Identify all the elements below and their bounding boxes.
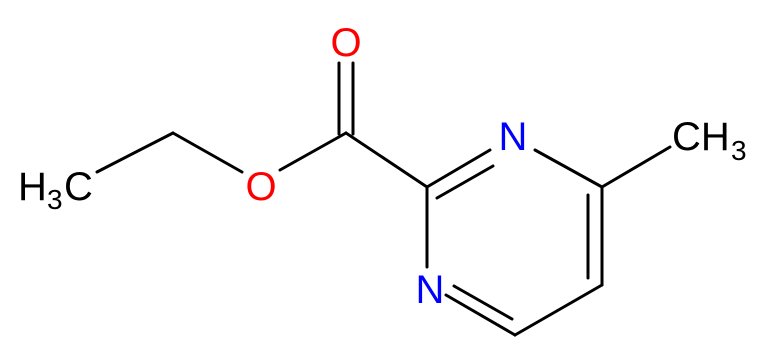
bond-carbonyl-ring [344,131,429,189]
atom-oxygen-carbonyl: O [330,21,361,65]
methyl-left-c: C [64,165,93,209]
atom-oxygen-ester: O [245,165,276,209]
bond-c6-n-lower-inner [452,284,514,321]
atom-methyl-left: H 3 C [18,165,93,215]
methyl-right-subscript: 3 [731,135,747,166]
bond-o-carbonyl-carbon [278,131,348,172]
bond-ch3-ch2 [95,131,175,174]
bond-ch2-o [171,131,244,174]
bonds [95,61,672,337]
atom-nitrogen-lower: N [416,268,445,312]
methyl-right-ch: CH [672,115,730,159]
bond-n-upper-c4 [533,148,604,189]
atom-methyl-right: CH 3 [672,115,747,166]
bond-c4-methyl [600,145,672,189]
bond-c5-c6 [513,283,604,337]
atom-labels: O O N N H 3 C CH 3 [18,21,747,312]
methyl-left-subscript: 3 [47,184,63,215]
bond-c2-n-upper [425,148,492,189]
bond-c2-n-upper-inner [435,164,495,200]
methyl-left-h: H [18,165,47,209]
bond-c6-n-lower [444,293,517,337]
atom-nitrogen-upper: N [499,115,528,159]
